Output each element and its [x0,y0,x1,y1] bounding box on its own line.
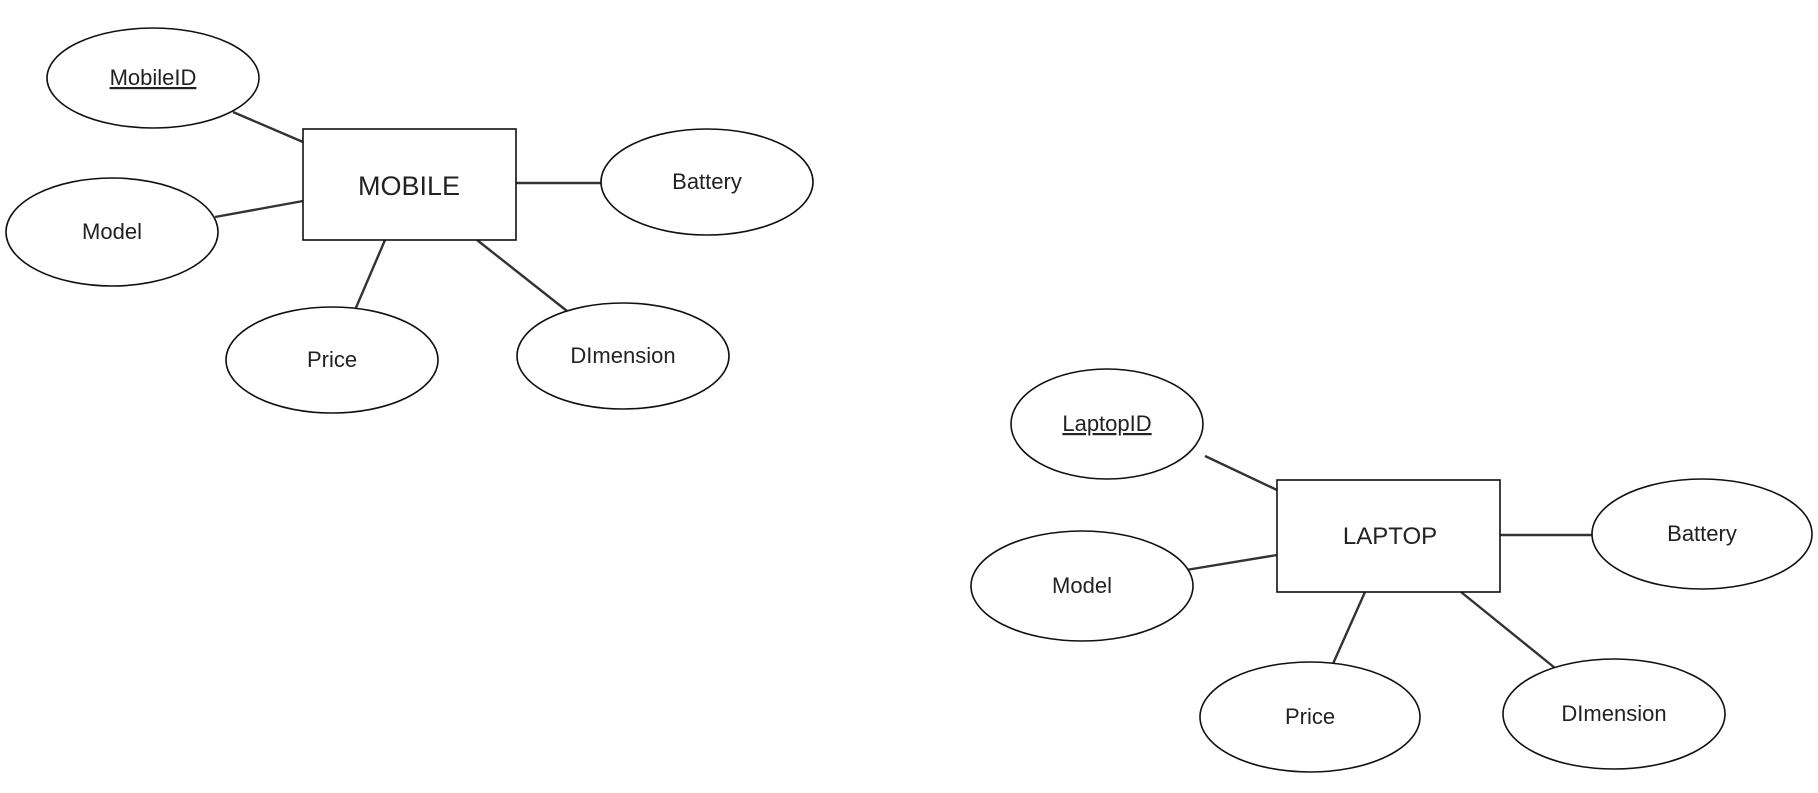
attribute-dimension-label: DImension [570,343,675,368]
attribute-price-label: Price [1285,704,1335,729]
attribute-model[interactable] [970,530,1194,642]
attribute-laptopid[interactable] [1010,368,1204,480]
entity-mobile-label: MOBILE [358,171,460,201]
attribute-battery[interactable] [600,128,814,236]
attribute-mobileid-label: MobileID [110,65,197,90]
connector-mobileid [232,110,304,144]
attribute-dimension[interactable] [516,302,730,410]
connector-price [1330,591,1367,667]
connector-dimension [1460,591,1556,669]
attribute-dimension-label: DImension [1561,701,1666,726]
attribute-laptopid-label: LaptopID [1062,411,1151,436]
entity-laptop[interactable] [1276,479,1501,593]
entity-laptop-label: LAPTOP [1343,523,1437,550]
attribute-price[interactable] [225,306,439,414]
connector-model [214,199,304,219]
connector-model [1185,553,1278,572]
attribute-price[interactable] [1199,661,1421,773]
connector-laptopid [1204,454,1278,492]
connector-price [353,239,387,311]
attribute-battery[interactable] [1591,478,1813,590]
attribute-price-label: Price [307,347,357,372]
attribute-dimension[interactable] [1502,658,1726,770]
entity-group-laptop: LAPTOP LaptopID Model Price DImension Ba… [970,368,1813,773]
attribute-battery-label: Battery [672,169,742,194]
entity-group-mobile: MOBILE MobileID Model Price DImension Ba… [5,27,814,414]
attribute-battery-label: Battery [1667,521,1737,546]
entity-mobile[interactable] [302,128,517,241]
connector-dimension [476,239,568,312]
attribute-model[interactable] [5,177,219,287]
attribute-mobileid[interactable] [46,27,260,129]
attribute-model-label: Model [82,219,142,244]
attribute-model-label: Model [1052,573,1112,598]
